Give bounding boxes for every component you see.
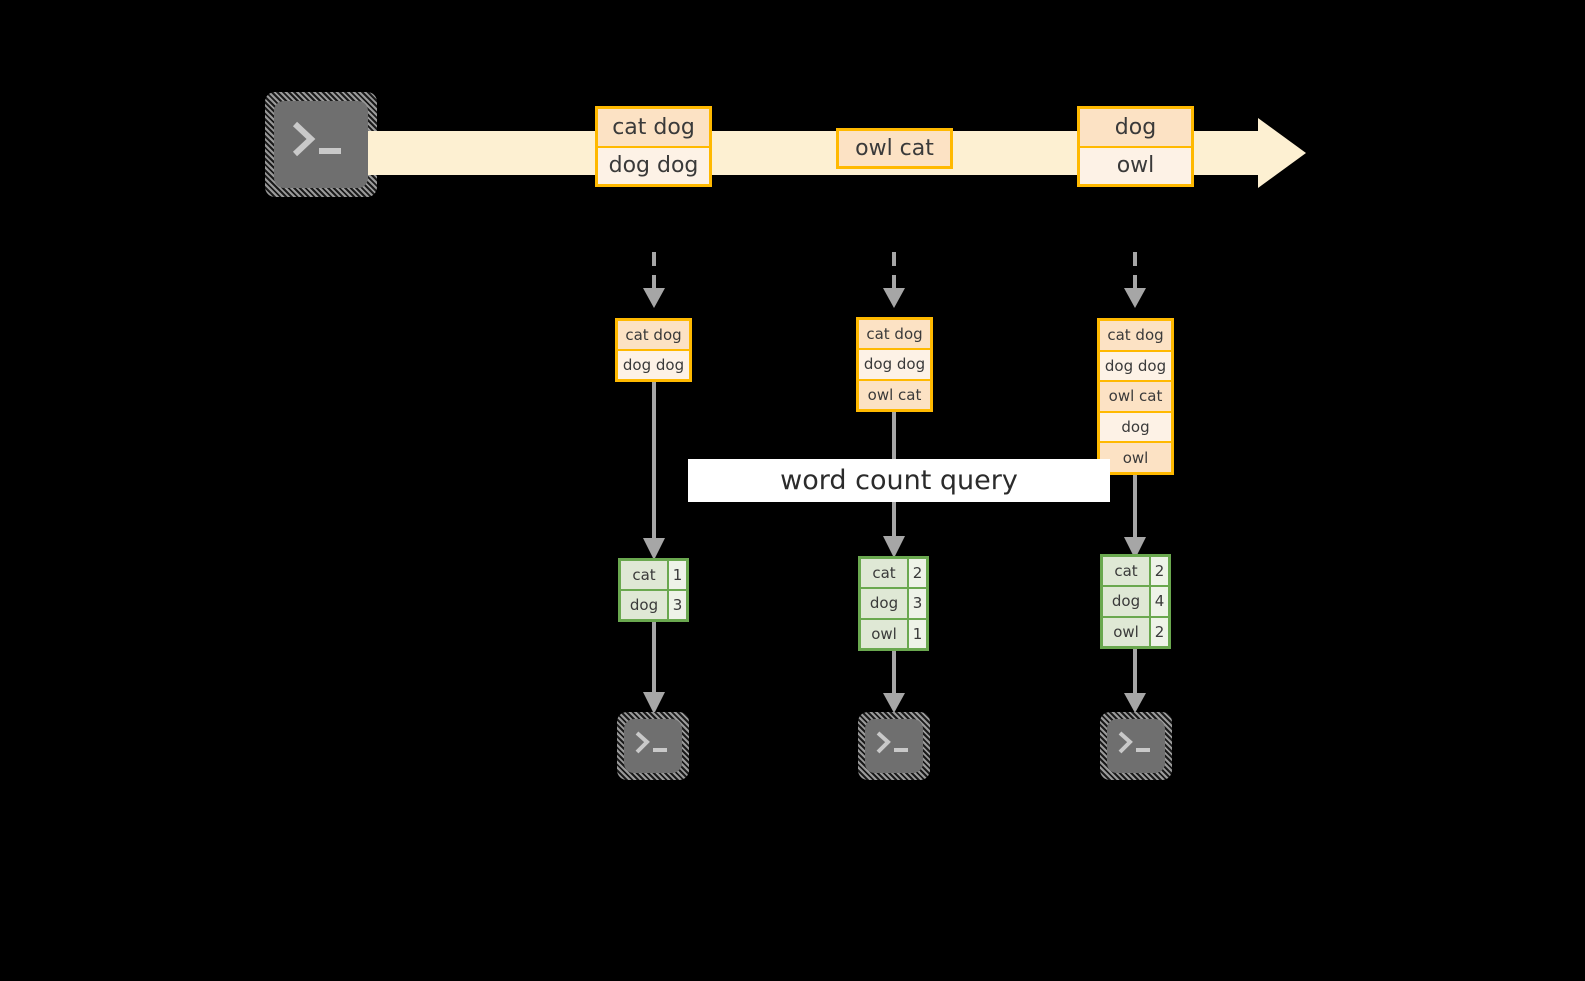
table-row: dog 3 xyxy=(621,589,686,619)
stream-state-3[interactable]: cat dog dog dog owl cat dog owl xyxy=(1097,318,1174,475)
result-count: 2 xyxy=(1149,557,1168,586)
terminal-body xyxy=(624,719,682,773)
terminal-prompt-icon xyxy=(292,121,341,157)
arrow-down-icon-3 xyxy=(1124,475,1146,559)
result-count: 1 xyxy=(907,619,926,648)
event-line: owl xyxy=(1080,145,1191,184)
arrow-down-icon-1 xyxy=(643,382,665,560)
dashed-arrow-down-icon-3 xyxy=(1124,252,1146,308)
event-line: cat dog xyxy=(598,109,709,146)
table-row: owl 1 xyxy=(861,617,926,648)
query-banner: word count query xyxy=(688,459,1110,502)
result-word: cat xyxy=(1103,557,1149,586)
query-label: word count query xyxy=(780,465,1018,496)
timeline-event-2[interactable]: owl cat xyxy=(836,128,953,169)
table-row: dog 4 xyxy=(1103,585,1168,616)
terminal-prompt-icon xyxy=(876,731,908,754)
result-word: dog xyxy=(1103,587,1149,616)
stream-row: owl cat xyxy=(1100,380,1171,411)
stream-row: dog dog xyxy=(859,348,930,379)
timeline-arrowhead-icon xyxy=(1258,118,1306,188)
stream-row: dog dog xyxy=(1100,349,1171,381)
table-row: cat 1 xyxy=(621,561,686,589)
stream-row: cat dog xyxy=(1100,321,1171,350)
stream-state-1[interactable]: cat dog dog dog xyxy=(615,318,692,382)
timeline-event-1[interactable]: cat dog dog dog xyxy=(595,106,712,187)
result-word: owl xyxy=(861,619,907,648)
sink-terminal-icon-1 xyxy=(617,712,689,780)
result-table-1[interactable]: cat 1 dog 3 xyxy=(618,558,689,622)
stream-row: cat dog xyxy=(859,320,930,349)
result-count: 1 xyxy=(667,561,686,589)
sink-terminal-icon-3 xyxy=(1100,712,1172,780)
table-row: owl 2 xyxy=(1103,615,1168,646)
terminal-body xyxy=(1107,719,1165,773)
result-word: dog xyxy=(621,591,667,619)
result-count: 4 xyxy=(1149,587,1168,616)
terminal-prompt-icon xyxy=(635,731,667,754)
result-count: 3 xyxy=(667,591,686,619)
sink-terminal-icon-2 xyxy=(858,712,930,780)
table-row: cat 2 xyxy=(861,559,926,588)
result-count: 2 xyxy=(1149,617,1168,646)
table-row: dog 3 xyxy=(861,587,926,618)
stream-row: owl cat xyxy=(859,378,930,409)
event-line: owl cat xyxy=(839,131,950,166)
result-word: cat xyxy=(861,559,907,588)
result-word: owl xyxy=(1103,617,1149,646)
stream-row: dog xyxy=(1100,410,1171,442)
stream-row: cat dog xyxy=(618,321,689,349)
terminal-body xyxy=(865,719,923,773)
stream-state-2[interactable]: cat dog dog dog owl cat xyxy=(856,317,933,412)
timeline-event-3[interactable]: dog owl xyxy=(1077,106,1194,187)
dashed-arrow-down-icon-2 xyxy=(883,252,905,308)
terminal-body xyxy=(274,101,368,188)
event-line: dog xyxy=(1080,109,1191,146)
dashed-arrow-down-icon-1 xyxy=(643,252,665,308)
stream-row: owl xyxy=(1100,441,1171,472)
result-word: cat xyxy=(621,561,667,589)
source-terminal-icon xyxy=(265,92,377,197)
result-count: 3 xyxy=(907,589,926,618)
result-count: 2 xyxy=(907,559,926,588)
table-row: cat 2 xyxy=(1103,557,1168,586)
stream-row: dog dog xyxy=(618,349,689,379)
arrow-down-icon-sink-1 xyxy=(643,622,665,714)
event-line: dog dog xyxy=(598,145,709,184)
terminal-prompt-icon xyxy=(1118,731,1150,754)
arrow-down-icon-sink-2 xyxy=(883,651,905,713)
arrow-down-icon-sink-3 xyxy=(1124,649,1146,713)
result-table-3[interactable]: cat 2 dog 4 owl 2 xyxy=(1100,554,1171,649)
result-table-2[interactable]: cat 2 dog 3 owl 1 xyxy=(858,556,929,651)
result-word: dog xyxy=(861,589,907,618)
